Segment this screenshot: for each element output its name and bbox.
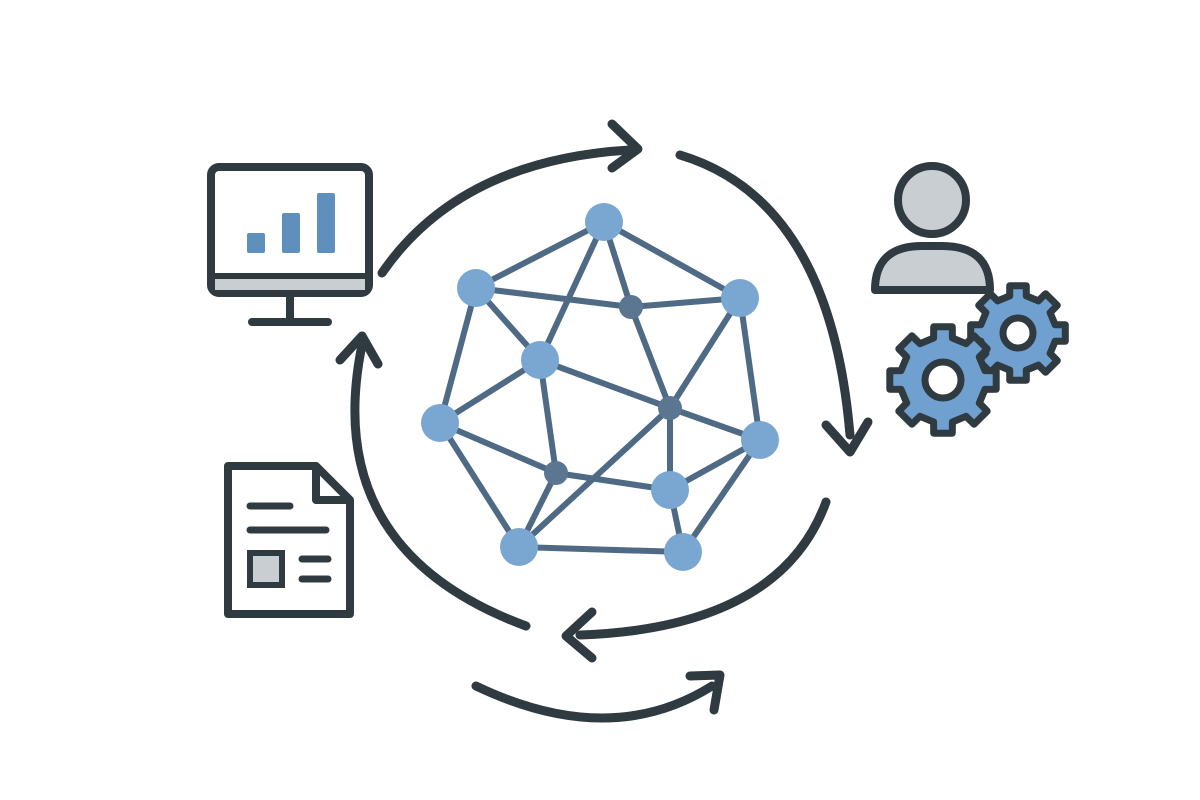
- chart-bar-1: [247, 233, 265, 253]
- user-icon: [871, 162, 994, 294]
- network-edge: [737, 295, 763, 443]
- cycle-arrowhead-top: [607, 119, 643, 173]
- network-node: [521, 341, 559, 379]
- cycle-arrows-icon: [335, 119, 873, 723]
- network-edge: [473, 285, 634, 310]
- monitor-base-strip: [215, 278, 365, 290]
- gear-hole: [921, 358, 965, 402]
- chart-bar-3: [317, 193, 335, 253]
- user-body: [871, 242, 994, 294]
- network-edge: [437, 357, 543, 426]
- network-node: [421, 404, 459, 442]
- network-edge: [553, 470, 673, 493]
- document-body: [224, 462, 354, 618]
- network-node: [619, 295, 643, 319]
- network-edge: [516, 544, 686, 555]
- network-edge: [437, 420, 559, 476]
- cycle-arc-top-left: [377, 145, 635, 278]
- network-node: [741, 421, 779, 459]
- cycle-arc-top-right: [675, 150, 855, 440]
- network-edge: [537, 357, 559, 476]
- network-node: [664, 533, 702, 571]
- user-head: [894, 162, 970, 238]
- network-edge: [628, 304, 673, 411]
- network-node: [651, 471, 689, 509]
- network-node: [500, 528, 538, 566]
- document-fold: [312, 466, 350, 504]
- cycle-arrowhead-left: [335, 331, 383, 369]
- monitor-chart-icon: [207, 163, 373, 326]
- network-node: [658, 396, 682, 420]
- gear-large-icon: [886, 323, 1000, 437]
- gear-hole: [999, 314, 1037, 352]
- document-icon: [224, 462, 354, 618]
- network-graph-icon: [421, 203, 779, 571]
- network-node: [585, 203, 623, 241]
- document-image-box: [247, 550, 285, 588]
- network-edge: [437, 285, 479, 426]
- network-edge: [473, 219, 607, 291]
- network-edge: [516, 405, 673, 550]
- cycle-arc-swoosh: [471, 681, 717, 723]
- network-edge: [601, 219, 743, 301]
- cycle-arc-left: [350, 340, 531, 631]
- network-node: [544, 461, 568, 485]
- cycle-arc-bottom-right: [575, 497, 831, 640]
- network-edge: [537, 357, 673, 411]
- network-node: [457, 269, 495, 307]
- cycle-arrowhead-right: [821, 417, 873, 457]
- chart-bar-2: [282, 213, 300, 253]
- gears-icon: [886, 282, 1069, 437]
- network-edge: [437, 420, 522, 550]
- cycle-arrowhead-swoosh: [685, 670, 725, 715]
- cycle-arrowhead-bottom: [561, 607, 597, 663]
- network-edge: [667, 295, 743, 411]
- network-edge: [680, 437, 763, 555]
- network-node: [721, 279, 759, 317]
- network-edge: [537, 219, 607, 363]
